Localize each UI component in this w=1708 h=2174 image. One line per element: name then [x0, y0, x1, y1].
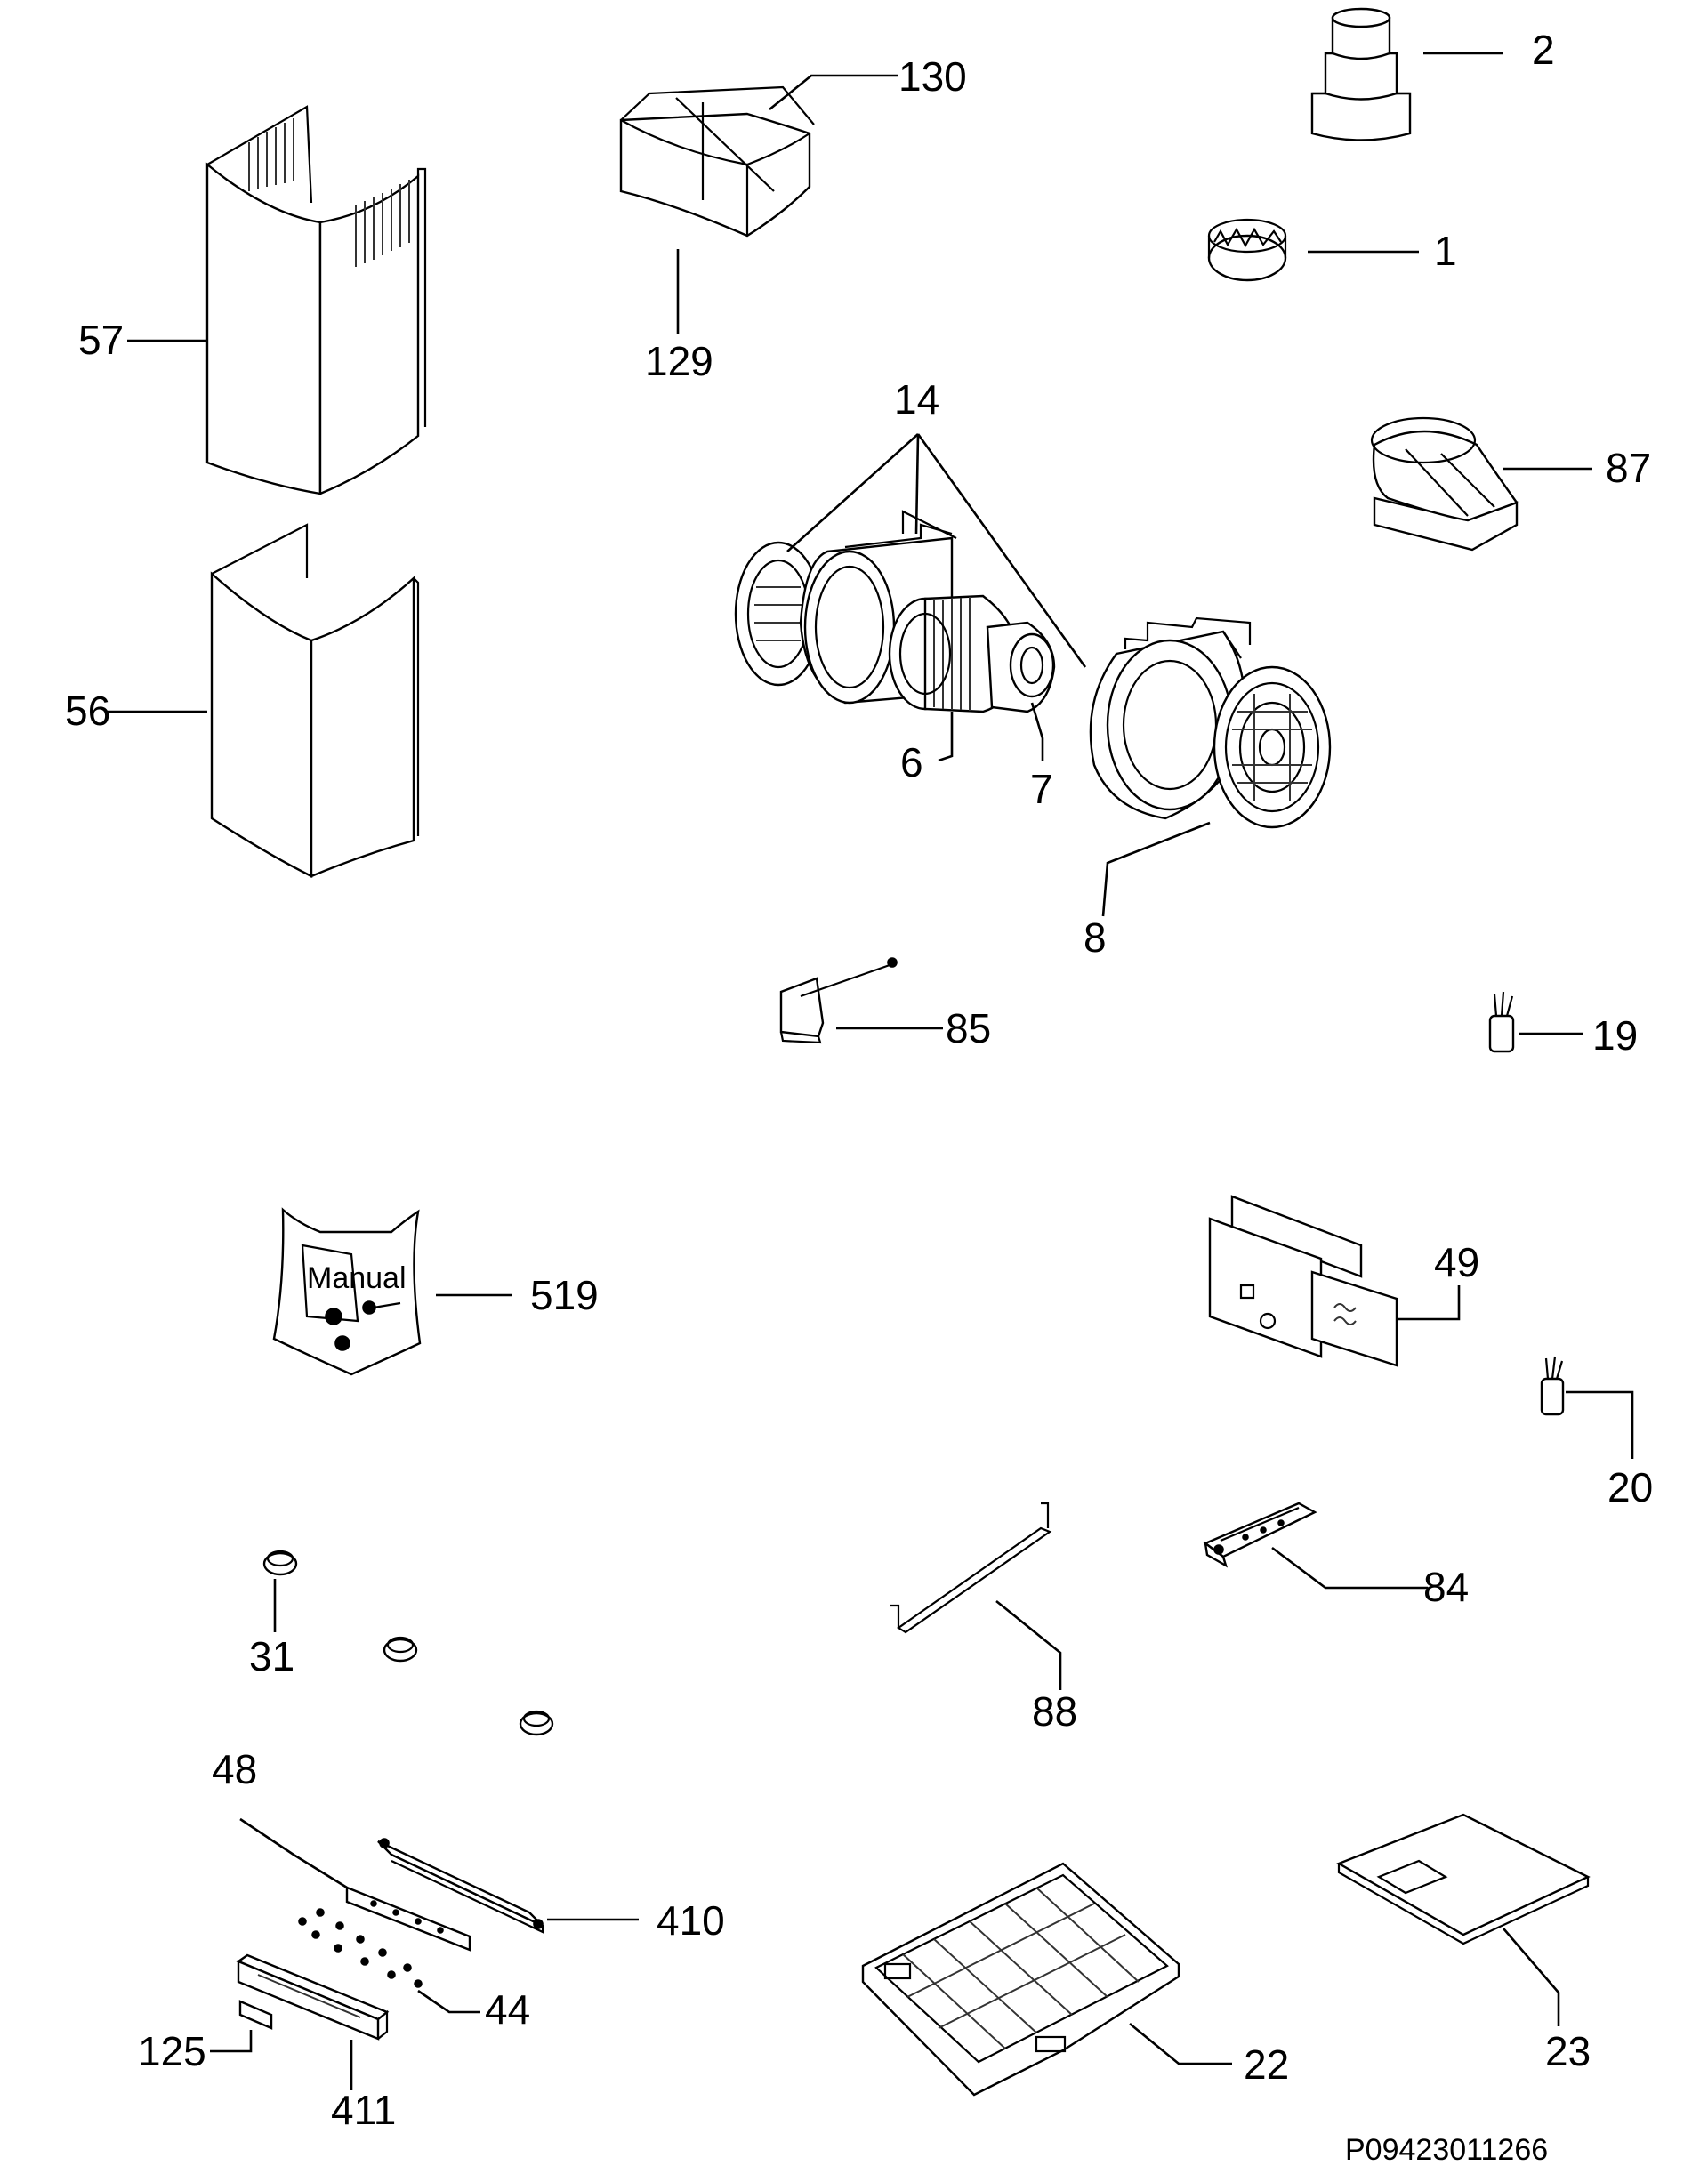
callout-14: 14	[786, 376, 1087, 668]
callout-44: 44	[417, 1986, 530, 2033]
part-519-accessory-bag: Manual	[272, 1207, 422, 1376]
callout-87: 87	[1503, 445, 1651, 491]
svg-text:129: 129	[645, 338, 713, 384]
callout-49: 49	[1397, 1239, 1479, 1321]
svg-text:130: 130	[898, 53, 967, 100]
svg-text:22: 22	[1244, 2041, 1289, 2088]
part-48-control-board	[345, 1886, 471, 1952]
part-410-control-frame	[377, 1838, 544, 1934]
callout-519: 519	[436, 1272, 599, 1318]
callout-31: 31	[249, 1579, 294, 1679]
callout-19: 19	[1519, 1012, 1638, 1059]
svg-text:44: 44	[485, 1986, 530, 2033]
part-88-wire-harness	[890, 1502, 1052, 1634]
callout-1: 1	[1308, 228, 1457, 274]
part-7-motor	[986, 621, 1056, 713]
part-23-carbon-filter	[1336, 1813, 1591, 1945]
callout-130: 130	[769, 53, 967, 111]
svg-text:57: 57	[78, 317, 124, 363]
svg-text:88: 88	[1032, 1688, 1077, 1735]
svg-text:6: 6	[900, 739, 923, 785]
svg-text:56: 56	[65, 688, 110, 734]
callout-6: 6	[900, 712, 954, 785]
part-1-ring-clamp	[1207, 218, 1287, 282]
part-84-switch-module	[1203, 1502, 1317, 1568]
callout-2: 2	[1423, 27, 1555, 73]
callout-84: 84	[1271, 1546, 1469, 1610]
svg-text:411: 411	[331, 2087, 396, 2133]
part-87-duct-adapter	[1370, 416, 1519, 552]
svg-text:519: 519	[530, 1272, 599, 1318]
part-19-capacitor	[1488, 991, 1515, 1053]
svg-text:410: 410	[657, 1897, 725, 1944]
callout-22: 22	[1129, 2022, 1289, 2088]
part-411-control-panel	[236, 1953, 390, 2041]
callout-88: 88	[995, 1599, 1077, 1735]
callout-410: 410	[547, 1897, 725, 1944]
callout-8: 8	[1084, 821, 1211, 961]
svg-text:Manual: Manual	[307, 1261, 407, 1295]
svg-text:49: 49	[1434, 1239, 1479, 1285]
callout-7: 7	[1030, 702, 1053, 812]
svg-text:87: 87	[1606, 445, 1651, 491]
svg-text:48: 48	[212, 1746, 257, 1792]
callout-23: 23	[1503, 1928, 1591, 2074]
part-8-inlet-cover	[1213, 665, 1332, 829]
callout-20: 20	[1566, 1390, 1653, 1510]
part-31-knobs	[262, 1550, 554, 1736]
svg-text:19: 19	[1592, 1012, 1638, 1059]
svg-text:84: 84	[1423, 1564, 1469, 1610]
callout-57: 57	[78, 317, 207, 363]
svg-text:20: 20	[1607, 1464, 1653, 1510]
svg-text:2: 2	[1532, 27, 1555, 73]
part-57-upper-chimney	[205, 105, 427, 495]
callout-129: 129	[645, 249, 713, 384]
document-code: P09423011266	[1345, 2133, 1548, 2167]
svg-text:125: 125	[138, 2028, 206, 2074]
part-130-chimney-bracket	[619, 85, 815, 238]
svg-text:31: 31	[249, 1633, 294, 1679]
svg-text:1: 1	[1434, 228, 1457, 274]
part-125-end-cap	[238, 2000, 273, 2030]
part-14-left-fan-housing	[734, 510, 957, 705]
callout-48: 48	[212, 1746, 348, 1889]
callout-85: 85	[836, 1005, 991, 1051]
svg-text:23: 23	[1545, 2028, 1591, 2074]
svg-text:14: 14	[894, 376, 939, 423]
svg-text:7: 7	[1030, 766, 1053, 812]
part-2-reducer-collar	[1310, 7, 1412, 141]
svg-text:8: 8	[1084, 914, 1107, 961]
callout-411: 411	[331, 2040, 396, 2133]
part-49-control-board	[1208, 1195, 1398, 1367]
part-20-capacitor	[1540, 1356, 1565, 1416]
callout-125: 125	[138, 2028, 253, 2074]
part-14-right-fan-housing	[1089, 616, 1252, 820]
svg-text:85: 85	[946, 1005, 991, 1051]
callout-56: 56	[65, 688, 207, 734]
part-44-buttons	[298, 1908, 423, 1988]
part-22-grease-filter	[861, 1862, 1180, 2097]
part-56-lower-chimney	[210, 523, 420, 878]
part-85-bracket	[779, 957, 898, 1044]
